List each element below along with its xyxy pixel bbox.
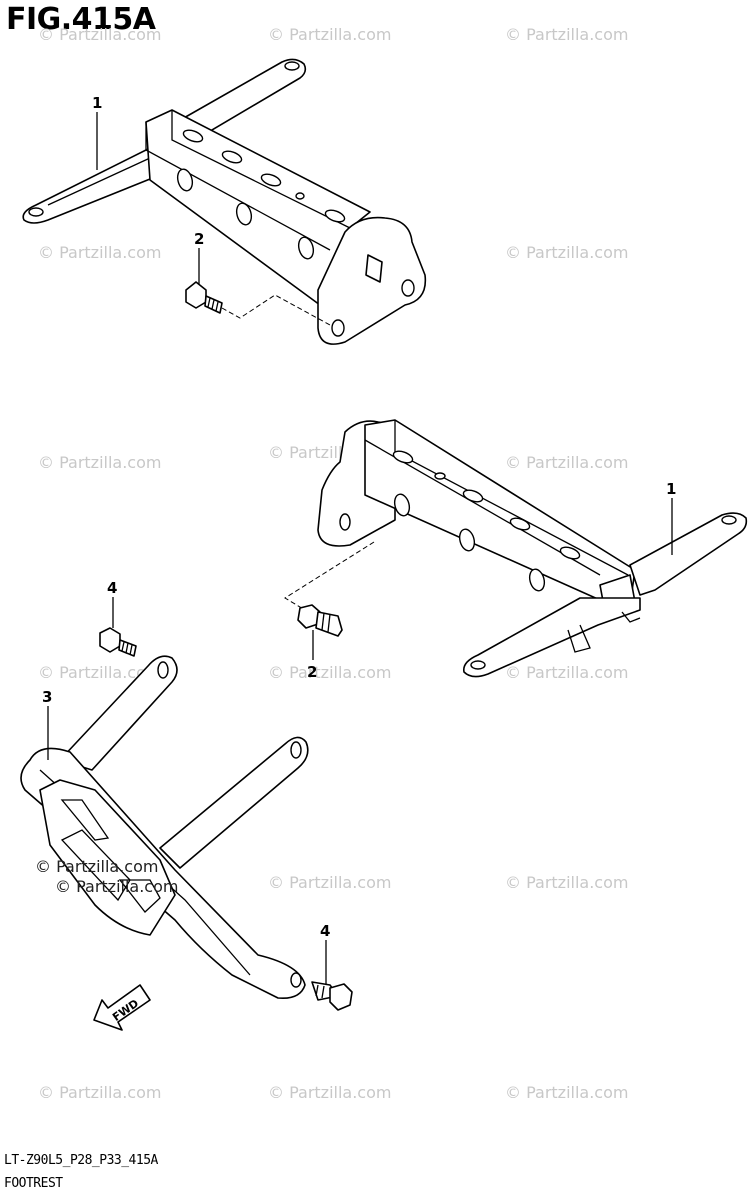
watermark: © Partzilla.com [505,243,628,262]
callout-guard: 3 [42,688,52,706]
bolt-guard-upper [99,627,137,657]
bolt-right [297,604,343,637]
guard [20,655,309,1000]
watermark: © Partzilla.com [268,25,391,44]
fwd-arrow-icon: FWD [93,984,151,1031]
watermark: © Partzilla.com [38,453,161,472]
footrest-bracket-left [22,58,427,345]
watermark: © Partzilla.com [268,663,391,682]
callout-bolt-right: 2 [307,663,317,681]
watermark: © Partzilla.com [505,1083,628,1102]
callout-bolt-guard-lower: 4 [320,922,330,940]
watermark: © Partzilla.com [268,873,391,892]
bolt-guard-lower [311,981,353,1011]
footrest-bracket-right [317,419,748,678]
watermark: © Partzilla.com [35,857,158,876]
assembly-leader-left [221,294,331,326]
watermark: © Partzilla.com [505,873,628,892]
figure-title: FIG.415A [6,2,156,37]
figure-code: LT-Z90L5_P28_P33_415A [4,1153,158,1168]
callout-footrest-bracket-left: 1 [92,94,102,112]
bolt-left [185,281,223,314]
callout-footrest-bracket-right: 1 [666,480,676,498]
assembly-leader-right [284,541,375,611]
watermark: © Partzilla.com [505,25,628,44]
watermark: © Partzilla.com [38,243,161,262]
figure-name: FOOTREST [4,1176,63,1191]
callout-bolt-guard-upper: 4 [107,579,117,597]
watermark: © Partzilla.com [505,453,628,472]
watermark: © Partzilla.com [38,25,161,44]
watermark: © Partzilla.com [38,663,161,682]
watermark: © Partzilla.com [268,1083,391,1102]
callout-bolt-left: 2 [194,230,204,248]
watermark: © Partzilla.com [505,663,628,682]
watermark: © Partzilla.com [55,877,178,896]
watermark: © Partzilla.com [38,1083,161,1102]
